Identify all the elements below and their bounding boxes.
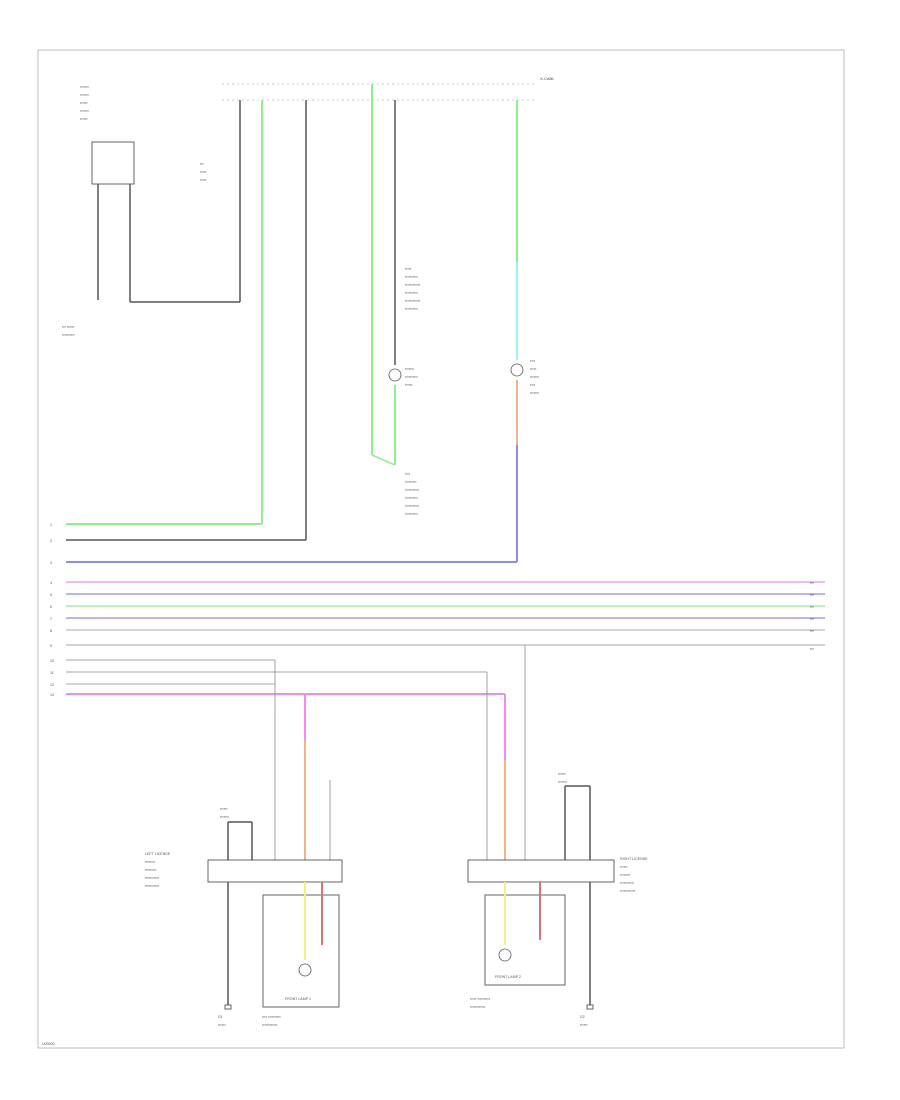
svg-text:G2: G2 [580, 1015, 585, 1019]
svg-text:▪▪▪▪: ▪▪▪▪ [405, 472, 410, 476]
svg-text:▪▪▪▪▪▪: ▪▪▪▪▪▪ [558, 772, 566, 776]
harness-bundle [66, 581, 825, 695]
svg-text:▪▪▪▪▪▪▪▪▪▪▪▪: ▪▪▪▪▪▪▪▪▪▪▪▪ [620, 889, 635, 893]
svg-text:2: 2 [50, 539, 52, 543]
svg-text:▪▪▪▪▪▪▪▪: ▪▪▪▪▪▪▪▪ [620, 873, 630, 877]
lamp-center [388, 368, 402, 382]
svg-text:1: 1 [50, 523, 52, 527]
svg-text:10: 10 [50, 659, 54, 663]
svg-text:4: 4 [50, 581, 52, 585]
svg-text:▪▪▪▪▪▪▪: ▪▪▪▪▪▪▪ [405, 367, 414, 371]
svg-text:▪▪▪▪▪▪▪: ▪▪▪▪▪▪▪ [80, 93, 89, 97]
lamp-right [510, 363, 524, 377]
svg-text:▪▪▪▪▪▪: ▪▪▪▪▪▪ [218, 1023, 226, 1027]
svg-text:▪▪▪▪▪▪▪▪▪▪▪: ▪▪▪▪▪▪▪▪▪▪▪ [405, 504, 419, 508]
svg-text:▪▪▪▪▪▪▪▪▪▪: ▪▪▪▪▪▪▪▪▪▪ [405, 291, 418, 295]
svg-text:▪▪▪▪▪▪▪▪▪▪▪▪: ▪▪▪▪▪▪▪▪▪▪▪▪ [405, 299, 420, 303]
svg-text:▪▪▪▪▪▪▪▪▪▪▪▪: ▪▪▪▪▪▪▪▪▪▪▪▪ [262, 1023, 277, 1027]
svg-text:▪▪▪▪▪▪: ▪▪▪▪▪▪ [405, 383, 413, 387]
svg-text:▪▪▪▪▪▪▪▪▪: ▪▪▪▪▪▪▪▪▪ [405, 480, 416, 484]
svg-text:▪▪▪▪▪: ▪▪▪▪▪ [200, 170, 206, 174]
svg-text:▪▪▪▪: ▪▪▪▪ [530, 359, 535, 363]
lamp-box-right [484, 894, 566, 986]
svg-text:5: 5 [50, 593, 52, 597]
svg-text:▪▪▪▪▪▪▪▪▪▪: ▪▪▪▪▪▪▪▪▪▪ [405, 275, 418, 279]
svg-text:▪▪▪▪▪▪▪: ▪▪▪▪▪▪▪ [530, 391, 539, 395]
switch-assembly: ▪▪▪▪▪▪▪ ▪▪▪▪▪▪▪ ▪▪▪▪▪▪ ▪▪▪▪▪▪▪ ▪▪▪▪▪▪ ▪▪… [62, 85, 241, 337]
svg-text:▪▪▪▪▪▪▪▪▪▪: ▪▪▪▪▪▪▪▪▪▪ [405, 307, 418, 311]
svg-text:▪▪▪▪ ▪▪▪▪▪▪▪▪▪▪: ▪▪▪▪ ▪▪▪▪▪▪▪▪▪▪ [262, 1015, 281, 1019]
svg-text:▪▪▪▪: ▪▪▪▪ [530, 383, 535, 387]
svg-text:▪▪▪▪▪▪▪: ▪▪▪▪▪▪▪ [558, 780, 567, 784]
svg-text:▪▪▪▪▪▪: ▪▪▪▪▪▪ [580, 1023, 588, 1027]
svg-text:▪▪▪▪▪▪▪: ▪▪▪▪▪▪▪ [530, 375, 539, 379]
svg-text:▪▪▪ ▪▪▪▪▪▪: ▪▪▪ ▪▪▪▪▪▪ [62, 325, 74, 329]
svg-text:▪▪▪▪▪▪▪: ▪▪▪▪▪▪▪ [80, 109, 89, 113]
svg-text:▪▪▪▪▪▪▪▪▪▪▪▪: ▪▪▪▪▪▪▪▪▪▪▪▪ [470, 1005, 485, 1009]
svg-text:▪▪▪: ▪▪▪ [810, 647, 814, 651]
svg-text:▪▪▪▪▪▪▪▪▪▪▪: ▪▪▪▪▪▪▪▪▪▪▪ [405, 488, 419, 492]
svg-text:9: 9 [50, 644, 52, 648]
svg-text:▪▪▪▪▪▪▪: ▪▪▪▪▪▪▪ [220, 815, 229, 819]
ground-label-left: ▪▪▪ [200, 162, 204, 166]
svg-text:13: 13 [50, 693, 54, 697]
svg-text:3: 3 [50, 561, 52, 565]
svg-text:▪▪▪▪▪▪: ▪▪▪▪▪▪ [620, 865, 628, 869]
svg-text:▪▪▪▪▪▪▪▪▪▪: ▪▪▪▪▪▪▪▪▪▪ [405, 496, 418, 500]
svg-text:11: 11 [50, 671, 54, 675]
svg-text:RIGHT LICENSE: RIGHT LICENSE [620, 857, 648, 861]
svg-text:▪▪▪▪▪▪▪▪▪: ▪▪▪▪▪▪▪▪▪ [145, 868, 156, 872]
right-module: ▪▪▪▪▪▪ ▪▪▪▪▪▪▪ RIGHT LICENSE ▪▪▪▪▪▪ ▪▪▪▪… [467, 772, 648, 1027]
svg-text:▪▪▪: ▪▪▪ [810, 629, 814, 633]
svg-text:G1: G1 [218, 1015, 223, 1019]
svg-text:LEFT LICENSE: LEFT LICENSE [145, 852, 171, 856]
svg-text:▪▪▪: ▪▪▪ [810, 581, 814, 585]
svg-text:▪▪▪▪▪▪: ▪▪▪▪▪▪ [80, 117, 88, 121]
svg-text:▪▪▪: ▪▪▪ [810, 593, 814, 597]
svg-text:▪▪▪▪▪▪▪▪▪▪: ▪▪▪▪▪▪▪▪▪▪ [405, 375, 418, 379]
left-pin-markers: 1 2 3 4 5 6 7 8 9 10 11 12 13 [50, 523, 54, 697]
svg-text:▪▪▪▪▪▪▪▪▪▪▪▪: ▪▪▪▪▪▪▪▪▪▪▪▪ [405, 283, 420, 287]
svg-text:12: 12 [50, 683, 54, 687]
svg-text:▪▪▪▪▪ ▪▪▪▪▪▪▪▪▪▪: ▪▪▪▪▪ ▪▪▪▪▪▪▪▪▪▪ [470, 997, 490, 1001]
svg-text:▪▪▪▪▪▪▪▪▪▪: ▪▪▪▪▪▪▪▪▪▪ [62, 333, 75, 337]
lamp-box-left [262, 894, 340, 1008]
svg-text:FRONT LAMP 1: FRONT LAMP 1 [285, 997, 311, 1001]
svg-text:6: 6 [50, 605, 52, 609]
svg-text:▪▪▪▪▪: ▪▪▪▪▪ [530, 367, 536, 371]
svg-text:▪▪▪▪▪▪: ▪▪▪▪▪▪ [80, 101, 88, 105]
footer-code: U00000 [42, 1042, 55, 1046]
svg-text:7: 7 [50, 617, 52, 621]
top-right-label: X-CABL [540, 76, 555, 81]
svg-text:▪▪▪▪▪▪▪: ▪▪▪▪▪▪▪ [80, 85, 89, 89]
svg-text:▪▪▪▪▪▪▪▪▪▪▪: ▪▪▪▪▪▪▪▪▪▪▪ [145, 884, 159, 888]
left-module: ▪▪▪▪▪▪ ▪▪▪▪▪▪▪ LEFT LICENSE ▪▪▪▪▪▪▪▪ ▪▪▪… [145, 807, 343, 1027]
svg-text:▪▪▪▪▪▪▪▪▪▪: ▪▪▪▪▪▪▪▪▪▪ [405, 512, 418, 516]
svg-text:▪▪▪: ▪▪▪ [810, 617, 814, 621]
svg-text:▪▪▪▪▪▪: ▪▪▪▪▪▪ [220, 807, 228, 811]
svg-text:▪▪▪▪▪: ▪▪▪▪▪ [200, 178, 206, 182]
svg-text:▪▪▪▪▪▪▪▪▪▪▪: ▪▪▪▪▪▪▪▪▪▪▪ [620, 881, 634, 885]
svg-text:▪▪▪▪▪▪▪▪: ▪▪▪▪▪▪▪▪ [145, 860, 155, 864]
svg-text:▪▪▪▪▪▪▪▪▪▪▪: ▪▪▪▪▪▪▪▪▪▪▪ [145, 876, 159, 880]
right-pin-markers: ▪▪▪ ▪▪▪ ▪▪▪ ▪▪▪ ▪▪▪ ▪▪▪ [810, 581, 814, 651]
svg-text:8: 8 [50, 629, 52, 633]
svg-text:▪▪▪: ▪▪▪ [810, 605, 814, 609]
diagram-frame [37, 49, 845, 1049]
svg-text:FRONT LAMP 2: FRONT LAMP 2 [495, 975, 521, 979]
svg-text:▪▪▪▪▪: ▪▪▪▪▪ [405, 267, 411, 271]
